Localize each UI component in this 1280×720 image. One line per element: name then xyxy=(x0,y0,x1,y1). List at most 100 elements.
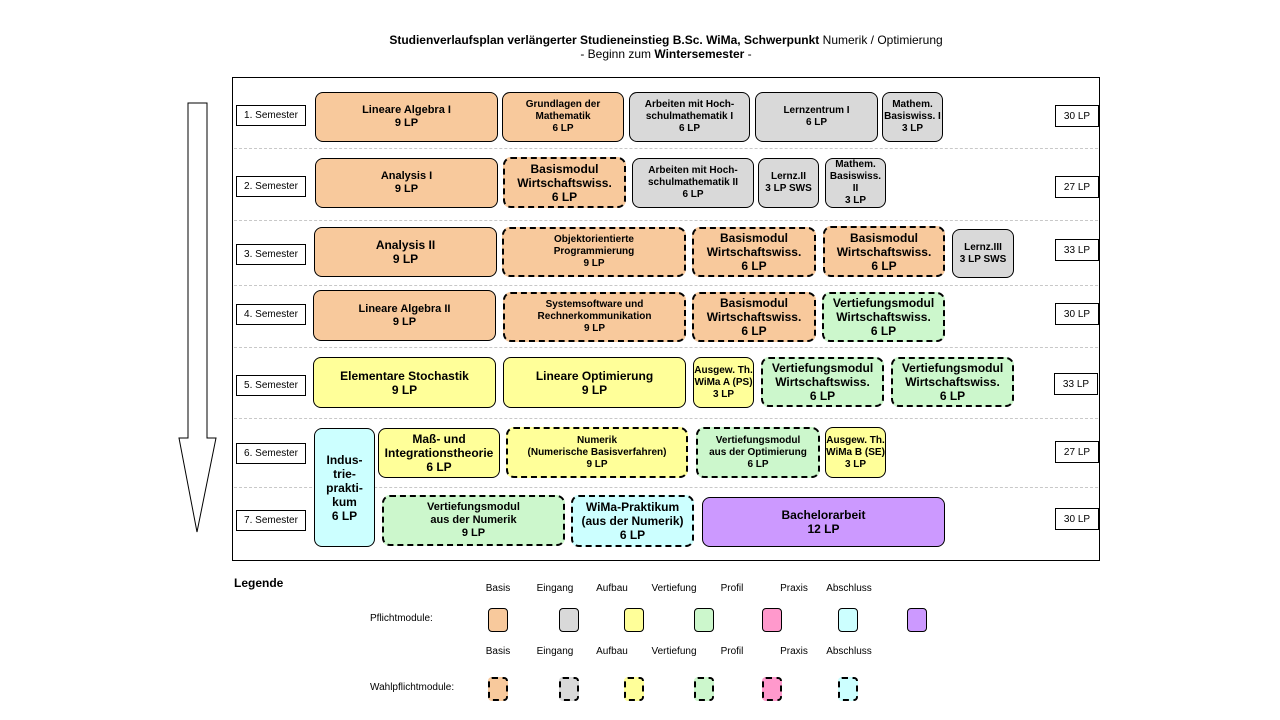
legend-category-praxis: Praxis xyxy=(780,583,808,594)
semester-label: 1. Semester xyxy=(236,105,306,126)
row-divider xyxy=(234,418,1098,419)
module-credits: 9 LP xyxy=(461,527,486,539)
module-credits: 6 LP xyxy=(682,189,704,200)
module-title: Lineare Algebra II xyxy=(358,302,451,315)
legend-swatch-eingang xyxy=(559,608,579,632)
module-title: Systemsoftware und Rechnerkommunikation xyxy=(537,299,652,322)
module-basismodul-wirtschaftswiss[interactable]: Basismodul Wirtschaftswiss.6 LP xyxy=(692,227,816,277)
module-title: Basismodul Wirtschaftswiss. xyxy=(706,296,802,324)
module-credits: 6 LP xyxy=(939,389,966,403)
legend-category-aufbau: Aufbau xyxy=(596,583,628,594)
module-title: Grundlagen der Mathematik xyxy=(525,99,601,122)
module-vertiefungsmodul-wirtschaftswiss[interactable]: Vertiefungsmodul Wirtschaftswiss.6 LP xyxy=(891,357,1014,407)
legend-category-praxis: Praxis xyxy=(780,646,808,657)
module-wima-praktikum[interactable]: WiMa-Praktikum (aus der Numerik)6 LP xyxy=(571,495,694,547)
legend-swatch-vertiefung xyxy=(694,677,714,701)
module-numerik[interactable]: Numerik (Numerische Basisverfahren)9 LP xyxy=(506,427,688,478)
legend-category-basis: Basis xyxy=(485,646,511,657)
legend-category-aufbau: Aufbau xyxy=(596,646,628,657)
legend-category-abschluss: Abschluss xyxy=(826,583,872,594)
module-title: Mathem. Basiswiss. I xyxy=(884,99,941,122)
row-divider xyxy=(234,148,1098,149)
module-credits: 9 LP xyxy=(583,258,605,269)
semester-lp-total: 33 LP xyxy=(1055,239,1099,261)
module-title: Arbeiten mit Hoch- schulmathematik I xyxy=(644,99,735,122)
module-title: Objektorientierte Programmierung xyxy=(553,234,635,257)
module-credits: 3 LP xyxy=(901,123,924,134)
module-credits: 6 LP xyxy=(871,258,897,273)
module-credits: 6 LP xyxy=(809,389,836,403)
module-credits: 3 LP SWS xyxy=(959,253,1007,265)
semester-label: 3. Semester xyxy=(236,244,306,265)
module-credits: 6 LP xyxy=(551,189,578,204)
module-title: Vertiefungsmodul Wirtschaftswiss. xyxy=(771,361,874,389)
module-credits: 3 LP SWS xyxy=(765,183,812,194)
module-credits: 9 LP xyxy=(394,183,419,195)
module-basismodul-wirtschaftswiss[interactable]: Basismodul Wirtschaftswiss.6 LP xyxy=(823,226,945,277)
row-divider xyxy=(234,347,1098,348)
legend-swatch-profil xyxy=(762,608,782,632)
module-title: Numerik (Numerische Basisverfahren) xyxy=(527,434,667,458)
module-title: Vertiefungsmodul Wirtschaftswiss. xyxy=(832,296,935,324)
semester-lp-total: 27 LP xyxy=(1055,176,1099,198)
module-credits: 6 LP xyxy=(619,528,646,542)
module-title: WiMa-Praktikum (aus der Numerik) xyxy=(581,500,684,528)
module-title: Arbeiten mit Hoch- schulmathematik II xyxy=(647,165,739,188)
module-title: Elementare Stochastik xyxy=(340,368,469,383)
module-credits: 9 LP xyxy=(586,458,608,470)
legend-swatch-abschluss xyxy=(907,608,927,632)
semester-lp-total: 27 LP xyxy=(1055,441,1099,463)
subtitle-pre: - Beginn zum xyxy=(580,47,655,61)
module-credits: 9 LP xyxy=(392,315,417,328)
semester-label: 6. Semester xyxy=(236,443,306,464)
row-divider xyxy=(234,220,1098,221)
module-title: Lernz.II xyxy=(770,171,806,182)
module-credits: 6 LP xyxy=(870,324,897,338)
module-basismodul-wirtschaftswiss[interactable]: Basismodul Wirtschaftswiss.6 LP xyxy=(692,292,816,342)
module-ausgew-th-wima-a[interactable]: Ausgew. Th. WiMa A (PS)3 LP xyxy=(693,357,754,408)
module-credits: 12 LP xyxy=(807,522,840,536)
timeline-arrow-icon xyxy=(178,102,217,533)
module-credits: 9 LP xyxy=(392,252,419,266)
module-vertiefungsmodul-wirtschaftswiss[interactable]: Vertiefungsmodul Wirtschaftswiss.6 LP xyxy=(822,292,945,342)
legend-swatch-basis xyxy=(488,677,508,701)
semester-lp-total: 30 LP xyxy=(1055,303,1099,325)
module-credits: 3 LP xyxy=(844,195,867,206)
title-bold: Studienverlaufsplan verlängerter Studien… xyxy=(389,33,820,47)
legend-category-basis: Basis xyxy=(485,583,511,594)
module-title: Vertiefungsmodul aus der Optimierung xyxy=(709,434,807,458)
module-vertiefungsmodul-wirtschaftswiss[interactable]: Vertiefungsmodul Wirtschaftswiss.6 LP xyxy=(761,357,884,407)
legend-swatch-eingang xyxy=(559,677,579,701)
subtitle-bold: Wintersemester xyxy=(654,47,745,61)
module-title: Lineare Optimierung xyxy=(535,368,654,383)
module-title: Lineare Algebra I xyxy=(362,104,451,116)
module-title: Lernzentrum I xyxy=(783,105,850,116)
module-title: Analysis II xyxy=(375,238,436,252)
legend-swatch-profil xyxy=(762,677,782,701)
module-basismodul-wirtschaftswiss[interactable]: Basismodul Wirtschaftswiss.6 LP xyxy=(503,157,626,208)
module-title: Basismodul Wirtschaftswiss. xyxy=(836,230,932,259)
module-ausgew-th-wima-b[interactable]: Ausgew. Th. WiMa B (SE)3 LP xyxy=(825,427,886,478)
module-title: Vertiefungsmodul Wirtschaftswiss. xyxy=(901,361,1004,389)
